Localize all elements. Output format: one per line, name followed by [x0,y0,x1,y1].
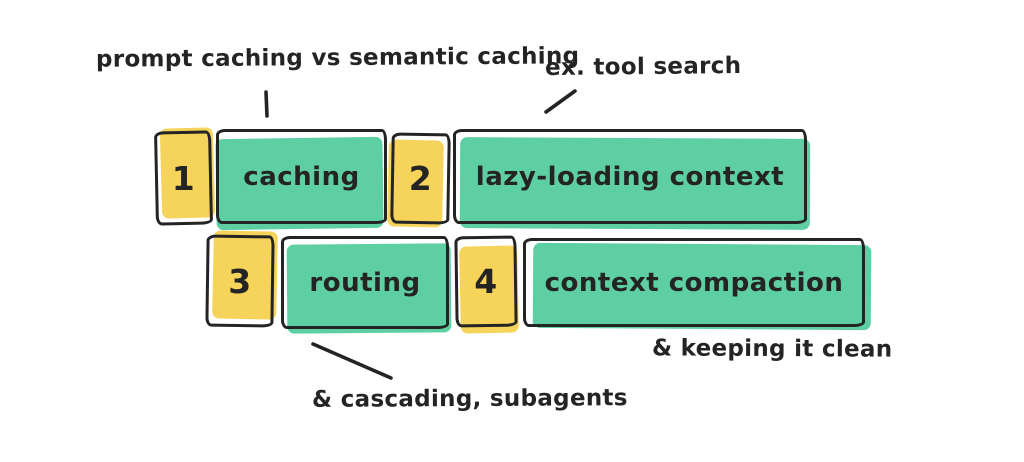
topic-box-lazy-loading-context: lazy-loading context [453,129,811,230]
topic-label: routing [309,267,421,298]
annotation-compaction-note: & keeping it clean [651,335,893,363]
lazy-loading-note-connector [544,89,577,114]
step-number-label: 3 [228,261,252,301]
annotation-routing-note: & cascading, subagents [311,385,628,413]
step-number-box-2: 2 [387,132,451,228]
box-frame [453,129,807,224]
topic-label: context compaction [544,267,844,298]
annotation-lazy-loading-note: ex. tool search [544,52,742,82]
topic-label: caching [243,161,360,192]
routing-note-connector [311,342,393,380]
topic-box-routing: routing [281,236,452,334]
step-number-box-1: 1 [154,127,216,226]
topic-box-caching: caching [215,129,387,231]
topic-label: lazy-loading context [475,161,785,192]
box-frame [216,129,387,224]
topic-box-context-compaction: context compaction [523,238,872,331]
box-frame [281,236,449,329]
step-number-label: 1 [171,158,196,198]
step-number-box-4: 4 [454,235,519,334]
step-number-box-3: 3 [205,230,278,328]
annotation-caching-note: prompt caching vs semantic caching [95,43,580,73]
box-frame [523,238,865,327]
step-number-label: 4 [474,262,498,301]
step-number-label: 2 [408,159,433,198]
caching-note-connector [264,90,269,118]
